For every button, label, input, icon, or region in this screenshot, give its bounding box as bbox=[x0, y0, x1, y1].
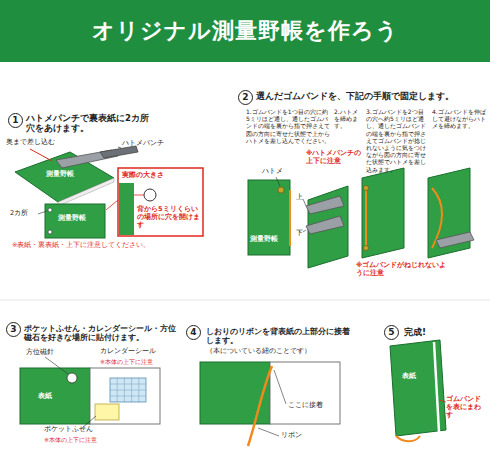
instruction-text: 1.ゴムバンドを1つ目の穴に約5ミリほど通し、通したゴムバンドの端を裏から指で押… bbox=[246, 108, 330, 144]
instruction-text: 下 bbox=[296, 230, 303, 238]
leader-line bbox=[276, 177, 280, 186]
instruction-text: 選んだゴムバンドを、下記の手順で固定します。 bbox=[256, 91, 454, 101]
notebook-edge bbox=[58, 178, 114, 206]
rubber-band bbox=[365, 188, 367, 248]
step-number: 1 bbox=[12, 116, 18, 125]
instruction-text: 3.ゴムバンドを2つ目の穴へ約5ミリほど通し、通したゴムバンドの端を裏から指で押… bbox=[366, 108, 428, 173]
instruction-text: ハトメ bbox=[262, 168, 283, 176]
compass bbox=[67, 373, 77, 383]
caution-note: ※本体の上下に注意 bbox=[100, 358, 153, 365]
caution-note: ※表紙・裏表紙・上下に注意してください。 bbox=[12, 242, 150, 250]
spine-area bbox=[119, 183, 134, 235]
leader-line bbox=[45, 357, 68, 374]
cover-label: 表紙 bbox=[402, 372, 416, 380]
cover-label: 測量野帳 bbox=[250, 236, 278, 244]
instruction-text: 4.ゴムバンドを伸ばして避けながらハトメを締めます。 bbox=[432, 108, 486, 130]
hole bbox=[48, 230, 52, 234]
step-number-circle: 2 bbox=[238, 90, 253, 105]
eyelet-punch-handle bbox=[100, 146, 138, 158]
step-number: 5 bbox=[388, 328, 394, 337]
page-title: オリジナル測量野帳を作ろう bbox=[0, 16, 490, 46]
eyelet-punch bbox=[306, 196, 344, 214]
step-number: 3 bbox=[10, 325, 16, 334]
caution-note: ゴムバンドを表にまわす bbox=[446, 396, 486, 419]
calendar-sticker bbox=[110, 378, 146, 402]
page bbox=[90, 368, 160, 424]
hole-actual-size bbox=[144, 189, 156, 201]
dimension-line bbox=[134, 195, 144, 196]
leader-line bbox=[303, 199, 306, 206]
ribbon bbox=[396, 436, 420, 441]
instruction-text: しおりのリボンを背表紙の上部分に接着します。 bbox=[206, 327, 356, 345]
notebook bbox=[248, 180, 290, 255]
step-number: 2 bbox=[242, 93, 248, 102]
leader-line bbox=[303, 230, 306, 232]
calendar-grid bbox=[110, 378, 146, 402]
back-cover bbox=[200, 362, 270, 424]
instruction-text: ポケットふせん bbox=[44, 426, 93, 434]
leader-line bbox=[439, 400, 446, 402]
instruction-text: （本についている紐のことです） bbox=[206, 348, 311, 356]
page bbox=[270, 362, 340, 424]
header-band bbox=[0, 0, 490, 62]
instruction-text: ここに接着 bbox=[288, 402, 323, 410]
leader-line bbox=[258, 428, 279, 436]
caution-note: ※本体の上下に注意 bbox=[44, 436, 97, 443]
instruction-text: リボン bbox=[281, 432, 302, 440]
cover-label: 測量野帳 bbox=[46, 171, 74, 179]
eyelet bbox=[364, 186, 369, 191]
actual-size-box bbox=[118, 168, 203, 236]
instruction-text: 完成! bbox=[404, 327, 426, 338]
illustration-part bbox=[110, 390, 146, 391]
eyelet-punch bbox=[306, 216, 344, 234]
pocket-sticky bbox=[95, 404, 119, 420]
cover-label: 測量野帳 bbox=[58, 215, 86, 223]
eyelet bbox=[278, 187, 284, 193]
caution-note: ※ハトメパンチの上下に注意 bbox=[306, 150, 368, 166]
instruction-text: 2カ所 bbox=[10, 210, 28, 218]
arrow-line bbox=[30, 149, 52, 161]
caution-note: 実際の大きさ bbox=[122, 171, 164, 179]
rubber-band bbox=[289, 190, 291, 246]
step-number: 4 bbox=[190, 328, 196, 337]
caution-note: 背から5ミリくらいの場所に穴を開けます bbox=[137, 206, 201, 229]
front-cover bbox=[20, 368, 90, 424]
notebook bbox=[45, 204, 105, 238]
hole bbox=[48, 208, 52, 212]
rubber-band bbox=[434, 342, 439, 432]
finished-notebook bbox=[390, 340, 446, 436]
step-number-circle: 4 bbox=[186, 325, 201, 340]
ribbon bbox=[248, 366, 272, 446]
eyelet bbox=[364, 246, 369, 251]
step-number-circle: 3 bbox=[6, 322, 21, 337]
illustration-part bbox=[110, 384, 146, 385]
divider bbox=[0, 300, 490, 301]
instruction-text: 方位磁針 bbox=[26, 349, 54, 357]
instruction-text: 2.ハトメを締めます。 bbox=[334, 108, 362, 130]
leader-line bbox=[106, 200, 118, 210]
leader-line bbox=[38, 211, 47, 214]
step-number-circle: 5 bbox=[384, 325, 399, 340]
leader-line bbox=[118, 147, 121, 148]
eyelet-punch bbox=[436, 232, 474, 248]
cover-label: 表紙 bbox=[38, 392, 52, 400]
leader-line bbox=[274, 370, 286, 404]
instruction-text: ハトメパンチ bbox=[122, 140, 164, 148]
instruction-text: ポケットふせん・カレンダーシール・方位磁石を好きな場所に貼付けます。 bbox=[24, 324, 176, 342]
instruction-text: 奥まで差し込む bbox=[6, 139, 55, 147]
instruction-text: ハトメパンチで裏表紙に2カ所 穴をあけます。 bbox=[26, 113, 154, 133]
caution-note: ※ゴムバンドがねじれないように注意 bbox=[356, 262, 452, 278]
illustration-part bbox=[110, 396, 146, 397]
instruction-text: 上 bbox=[296, 194, 303, 202]
notebook bbox=[362, 168, 404, 258]
instruction-text: カレンダーシール bbox=[100, 348, 156, 356]
step-number-circle: 1 bbox=[8, 113, 23, 128]
